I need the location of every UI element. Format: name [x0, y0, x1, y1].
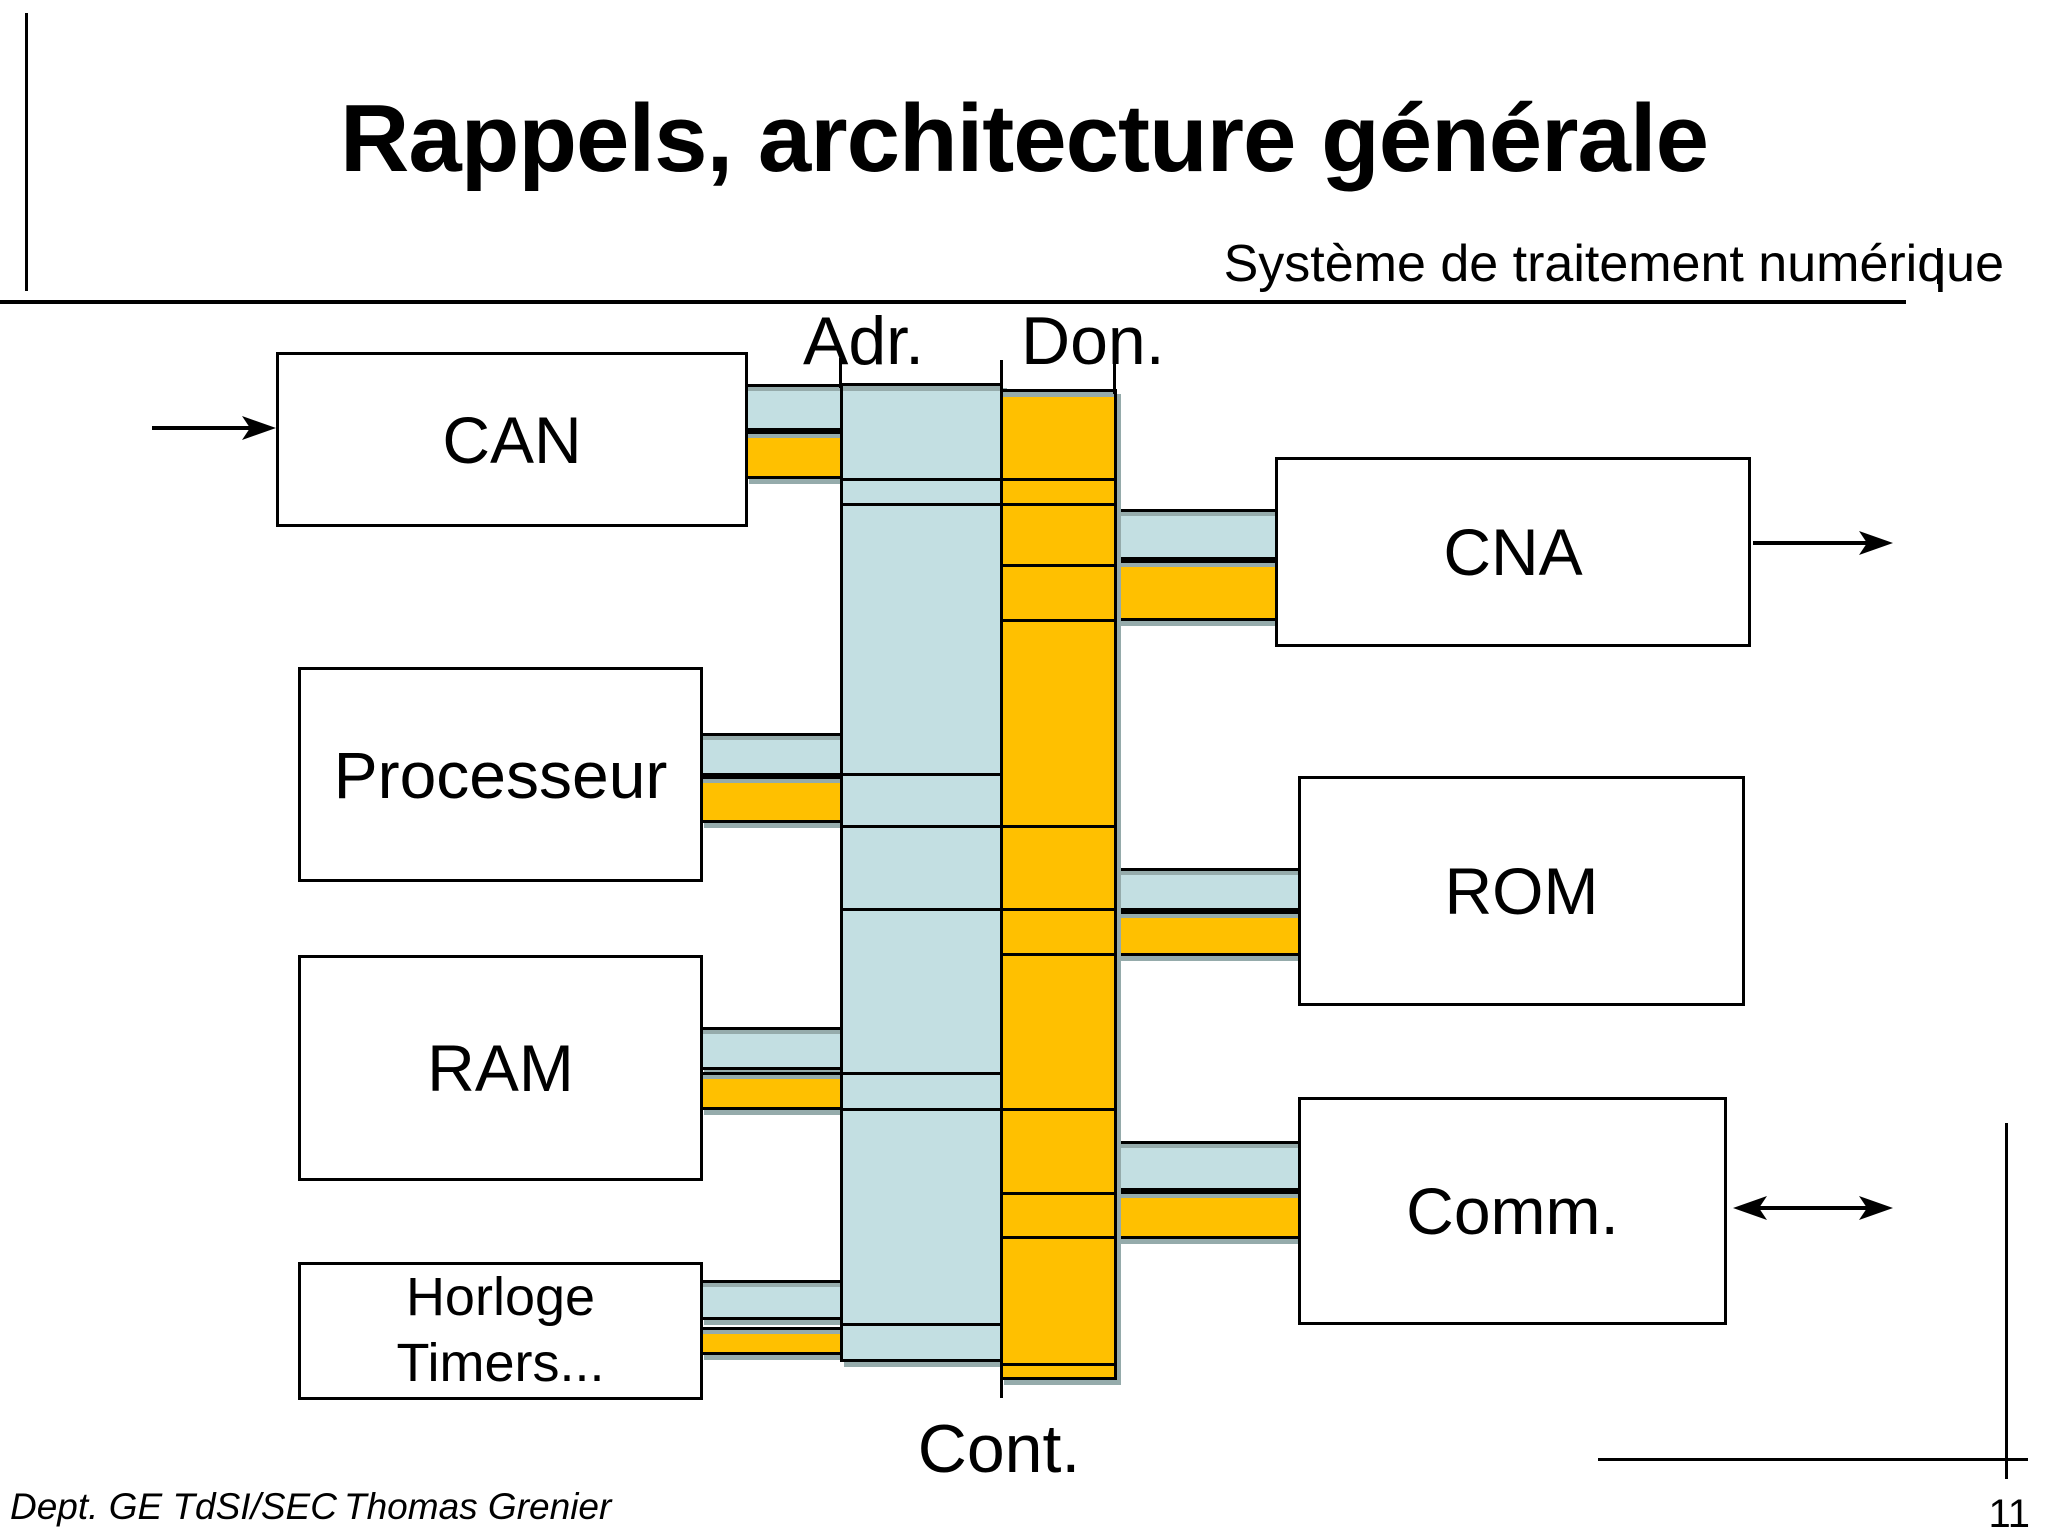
stub-processeur-address	[700, 733, 845, 776]
bus-segment-line	[840, 1323, 1003, 1326]
can-label: CAN	[442, 402, 582, 477]
stub-can-data	[745, 431, 845, 479]
stub-rom-data	[1114, 911, 1301, 956]
bus-segment-line	[840, 1072, 1003, 1075]
component-box-rom: ROM	[1298, 776, 1745, 1006]
control-label-leader-line	[1000, 360, 1003, 1398]
bus-segment-line	[840, 1108, 1117, 1111]
stub-ram-address	[700, 1027, 845, 1070]
stub-processeur-data	[700, 776, 845, 823]
component-box-cna: CNA	[1275, 457, 1751, 647]
page-number: 11	[1988, 1492, 2030, 1536]
data-bus	[1000, 389, 1117, 1380]
bus-segment-line	[1000, 619, 1117, 622]
stub-horloge-data	[700, 1327, 845, 1355]
control-bus-label: Cont.	[917, 1411, 1081, 1487]
stub-cna-data	[1114, 560, 1278, 621]
footer-rule	[1598, 1458, 2028, 1461]
bus-segment-line	[840, 478, 1117, 481]
page-subtitle: Système de traitement numérique	[1223, 235, 2004, 293]
component-box-processeur: Processeur	[298, 667, 703, 882]
component-box-can: CAN	[276, 352, 748, 527]
data-bus-label: Don.	[1021, 303, 1165, 379]
bus-segment-line	[1000, 1236, 1117, 1239]
bus-segment-line	[840, 503, 1117, 506]
corner-rule-top-left-vertical	[25, 13, 28, 291]
horloge-label-line2: Timers...	[396, 1333, 605, 1393]
can-input-arrow-icon	[152, 416, 276, 440]
stub-cna-address	[1114, 509, 1278, 560]
bus-segment-line	[840, 908, 1117, 911]
footer-department: Dept. GE TdSI/SEC	[10, 1486, 337, 1527]
stub-comm-address	[1114, 1141, 1301, 1191]
bus-segment-line	[1000, 1363, 1117, 1366]
horloge-label-line1: Horloge	[405, 1267, 596, 1328]
bus-segment-line	[1000, 564, 1117, 567]
cna-output-arrow-icon	[1753, 531, 1893, 555]
stub-can-address	[745, 384, 845, 431]
header-rule-end-tick	[1937, 248, 1941, 284]
stub-ram-data	[700, 1072, 845, 1110]
component-box-comm: Comm.	[1298, 1097, 1727, 1325]
comm-bidirectional-arrow-icon	[1733, 1196, 1893, 1220]
rom-label: ROM	[1444, 854, 1599, 928]
header-rule	[0, 300, 1906, 304]
address-label-leader-line	[839, 358, 842, 388]
bus-segment-line	[1000, 1192, 1117, 1195]
component-box-ram: RAM	[298, 955, 703, 1181]
bus-segment-line	[1000, 953, 1117, 956]
page-title: Rappels, architecture générale	[340, 85, 1709, 192]
stub-horloge-address	[700, 1280, 845, 1320]
footer-author: Thomas Grenier	[344, 1486, 612, 1527]
address-bus-label: Adr.	[803, 303, 924, 379]
component-box-horloge: Horloge Timers...	[298, 1262, 703, 1400]
ram-label: RAM	[427, 1031, 574, 1105]
bus-segment-line	[840, 825, 1117, 828]
address-bus	[840, 383, 1003, 1362]
corner-rule-bottom-right-vertical	[2005, 1123, 2008, 1479]
cna-label: CNA	[1443, 515, 1583, 589]
comm-label: Comm.	[1406, 1174, 1619, 1248]
bus-segment-line	[840, 773, 1003, 776]
processeur-label: Processeur	[333, 737, 668, 812]
data-label-leader-line	[1113, 358, 1116, 394]
stub-comm-data	[1114, 1191, 1301, 1239]
stub-rom-address	[1114, 868, 1301, 911]
